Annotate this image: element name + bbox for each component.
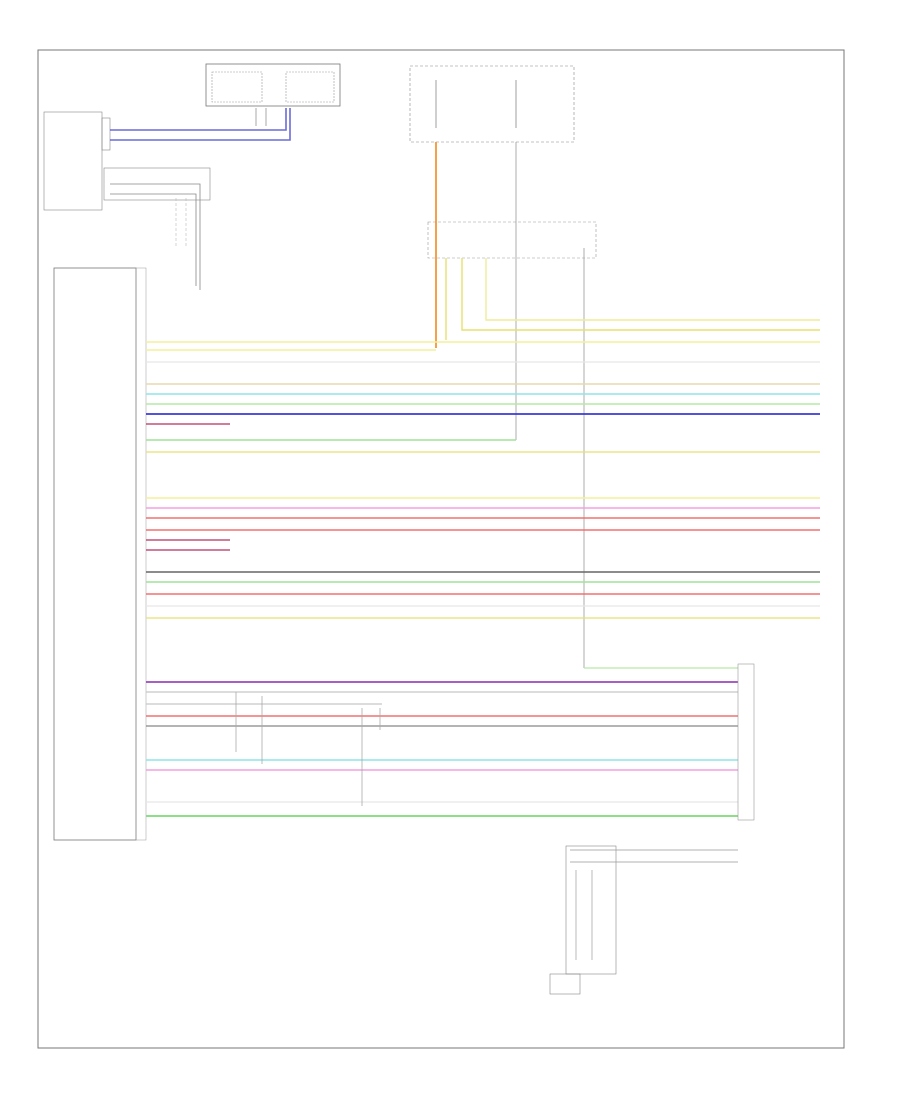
connector-mid — [427, 221, 597, 259]
wire-yellow-vertical-3 — [485, 258, 820, 321]
ecu-main — [53, 267, 147, 841]
left-connector-block — [43, 111, 111, 211]
ecu-wires — [146, 341, 820, 817]
switch-block-left — [103, 167, 211, 290]
wire-blue-top-2 — [110, 108, 291, 141]
relay-box-left — [205, 63, 341, 107]
relay-top — [409, 65, 575, 143]
right-connector — [737, 663, 755, 821]
wire-yellow-vertical-2 — [461, 258, 820, 331]
bottom-device — [549, 845, 738, 995]
wire-gray-top — [255, 108, 267, 126]
diagram-frame — [37, 49, 845, 1049]
wire-blue-top-1 — [110, 108, 287, 131]
